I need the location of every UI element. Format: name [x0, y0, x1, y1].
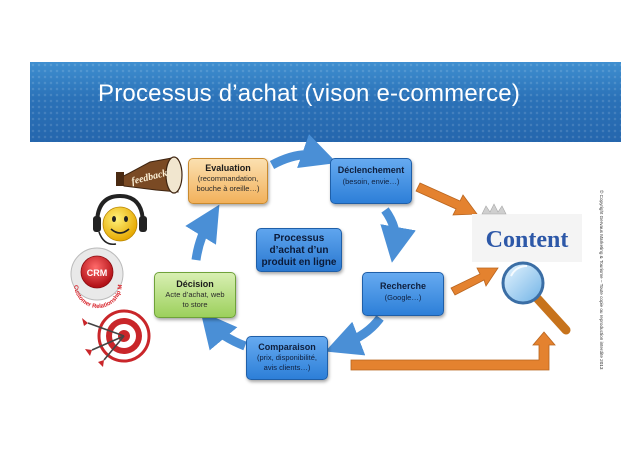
center-process-label-box: Processus d’achat d’un produit en ligne: [256, 228, 342, 272]
node-decision-title: Décision: [176, 279, 214, 289]
cycle-arrows: [185, 134, 416, 356]
node-recherche-detail: (Google…): [384, 293, 422, 302]
node-recherche-title: Recherche: [379, 281, 427, 291]
crm-button-icon: CRM Customer Relationship Management: [0, 0, 124, 310]
node-evaluation: Evaluation (recommandation, bouche à ore…: [188, 158, 268, 204]
arrow-recherche-to-magnifier: [450, 267, 499, 296]
crm-text: CRM: [87, 268, 108, 278]
arrow-evaluation-to-declenchement: [269, 134, 337, 170]
node-recherche: Recherche (Google…): [362, 272, 444, 316]
node-decision: Décision Acte d’achat, web to store: [154, 272, 236, 318]
arrow-decision-to-evaluation: [185, 204, 220, 261]
node-comparaison: Comparaison (prix, disponibilité, avis c…: [246, 336, 328, 380]
node-declenchement: Déclenchement (besoin, envie…): [330, 158, 412, 204]
target-darts-icon: [82, 309, 151, 367]
arrow-declenchement-to-recherche: [380, 207, 416, 263]
smiley-headset-icon: [93, 193, 147, 246]
center-process-label: Processus d’achat d’un produit en ligne: [261, 233, 337, 268]
node-decision-detail: Acte d’achat, web to store: [165, 290, 225, 309]
page-title: Processus d’achat (vison e-commerce): [98, 80, 521, 107]
node-evaluation-detail: (recommandation, bouche à oreille…): [196, 174, 260, 193]
feedback-megaphone-icon: feedback: [116, 156, 183, 194]
arrow-recherche-to-comparaison: [325, 315, 384, 356]
node-comparaison-title: Comparaison: [258, 342, 316, 352]
content-text: Content: [486, 227, 569, 253]
title-banner: Processus d’achat (vison e-commerce): [30, 62, 621, 142]
arrow-comparaison-to-decision: [200, 311, 247, 351]
arrow-declenchement-to-content: [415, 182, 478, 216]
node-declenchement-title: Déclenchement: [337, 165, 405, 175]
node-evaluation-title: Evaluation: [205, 163, 251, 173]
node-declenchement-detail: (besoin, envie…): [342, 177, 400, 186]
node-comparaison-detail: (prix, disponibilité, avis clients…): [256, 353, 318, 372]
arrow-comparaison-to-magnifier: [350, 331, 556, 371]
content-logo-icon: Content: [472, 203, 582, 262]
orange-arrows: [350, 182, 556, 371]
magnifying-glass-icon: [501, 261, 571, 335]
copyright-text: © Copyright Gervaus Marketing & Tourisme…: [599, 190, 604, 370]
